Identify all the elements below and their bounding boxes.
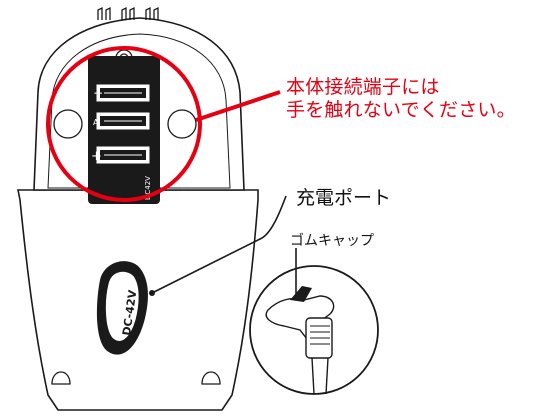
charging-port-label: 充電ポート [296,187,392,209]
warning-line-2: 手を触れないでください。 [286,99,516,121]
warning-line-1: 本体接続端子には [286,76,440,98]
charging-port [96,261,155,355]
bottom-holes [51,371,221,385]
model-marking: DC42V [144,176,152,200]
charging-port-leader [151,195,287,294]
top-ridges [97,6,159,20]
terminal-a-mark: A [93,118,99,127]
charging-port-marking: DC-42V [120,289,139,337]
terminal-highlight-circle [46,46,202,202]
rubber-cap-label: ゴムキャップ [290,233,374,249]
terminal-block [88,56,160,204]
warning-pointer-line [195,90,281,122]
terminal-minus-mark: − [93,86,103,100]
terminal-plus-mark: + [91,149,102,164]
rubber-cap-detail [249,265,379,395]
